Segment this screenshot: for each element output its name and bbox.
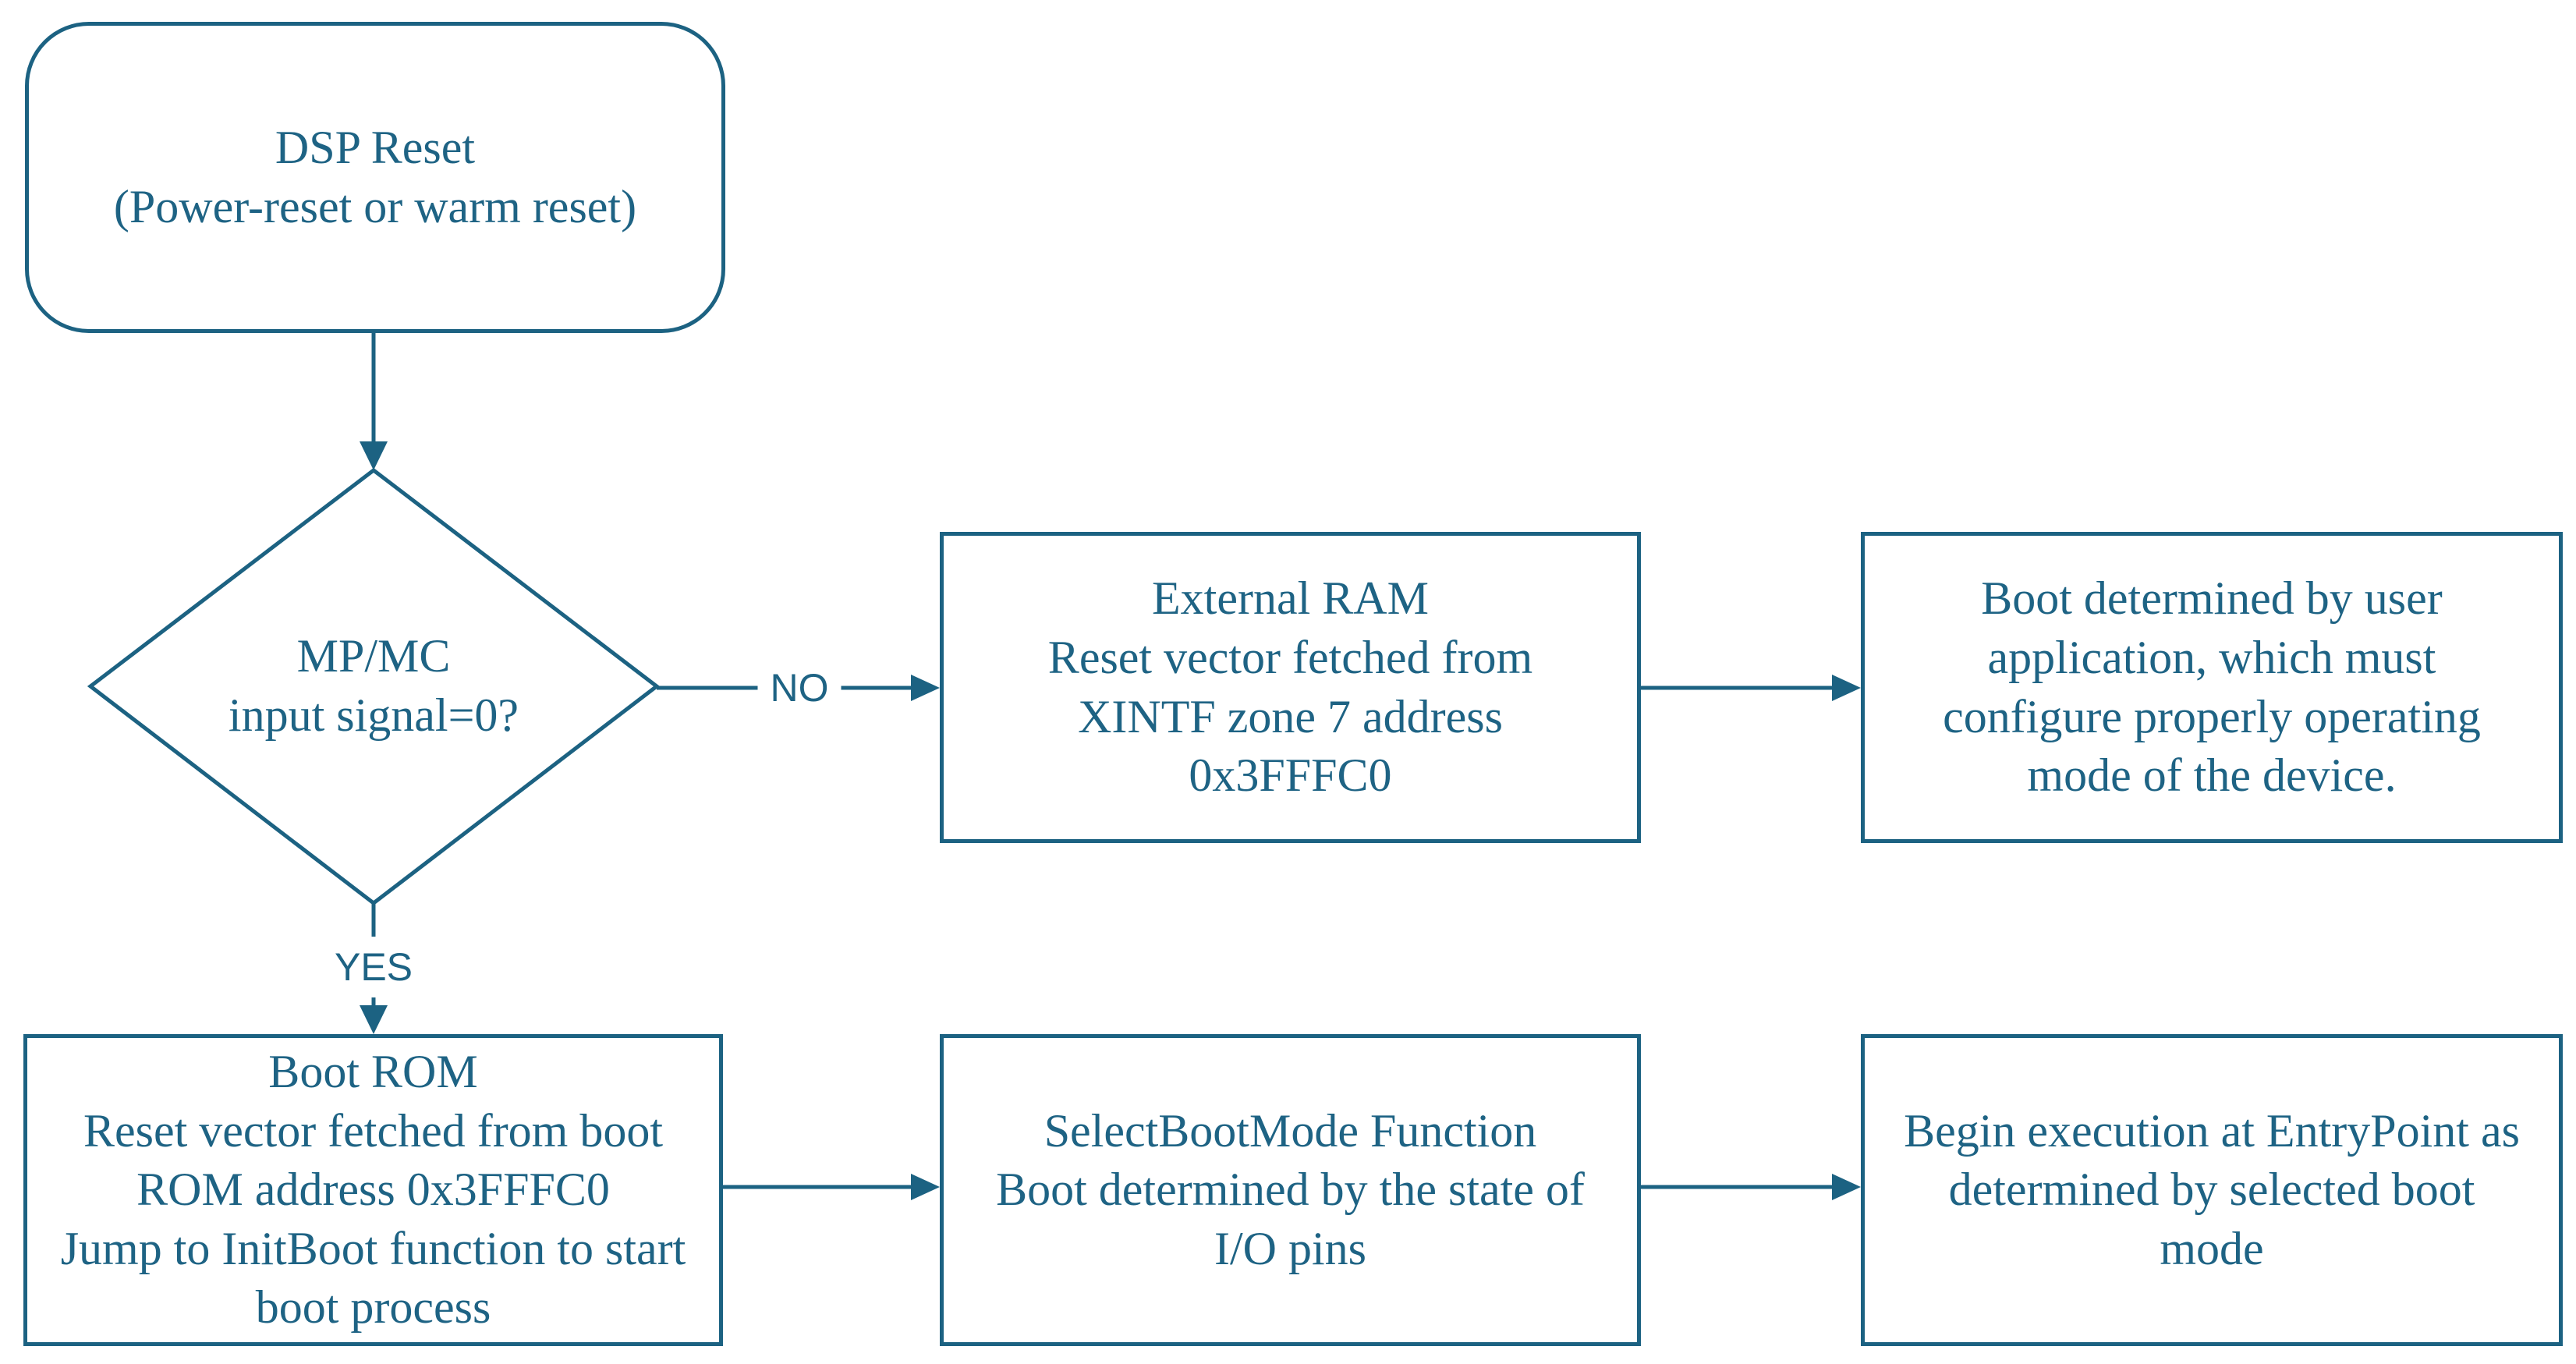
node-text-line: Jump to InitBoot function to start [60,1222,686,1274]
node-text-line: DSP Reset [275,121,476,173]
node-text-line: input signal=0? [228,689,519,741]
node-text-line: ROM address 0x3FFFC0 [136,1164,610,1216]
node-text-line: XINTF zone 7 address [1078,690,1503,742]
node-text-line: Boot determined by user [1981,572,2443,625]
node-text-line: mode of the device. [2027,749,2397,802]
node-external-ram: External RAM Reset vector fetched from X… [940,532,1641,843]
node-text-line: application, which must [1987,631,2436,683]
node-text-line: (Power-reset or warm reset) [113,180,637,232]
arrowhead-into-decision [360,441,388,470]
node-boot-rom: Boot ROM Reset vector fetched from boot … [23,1034,723,1346]
node-select-boot-mode: SelectBootMode Function Boot determined … [940,1034,1641,1346]
node-text-line: Boot ROM [268,1046,478,1098]
node-decision-mp-mc: MP/MC input signal=0? [119,577,629,795]
node-text-line: configure properly operating [1943,690,2481,742]
node-text-line: Begin execution at EntryPoint as [1904,1104,2520,1157]
arrowhead-into-external-ram [911,675,940,701]
node-text-line: Reset vector fetched from boot [83,1104,664,1157]
edge-label-no: NO [757,664,842,712]
edge-label-yes: YES [326,937,421,997]
arrowhead-into-select-boot-mode [911,1174,940,1200]
node-text-line: Boot determined by the state of [996,1164,1585,1216]
node-text-line: I/O pins [1214,1222,1366,1274]
node-dsp-reset: DSP Reset (Power-reset or warm reset) [25,22,725,333]
node-user-application-boot: Boot determined by user application, whi… [1861,532,2563,843]
node-text-line: External RAM [1152,572,1429,625]
arrowhead-into-user-boot [1832,675,1861,701]
node-text-line: MP/MC [296,630,451,682]
node-text-line: SelectBootMode Function [1044,1104,1537,1157]
node-text-line: determined by selected boot [1948,1164,2475,1216]
node-text-line: Reset vector fetched from [1047,631,1533,683]
node-text-line: boot process [255,1281,491,1334]
node-begin-execution: Begin execution at EntryPoint as determi… [1861,1034,2563,1346]
arrowhead-into-boot-rom [360,1005,388,1034]
node-text-line: 0x3FFFC0 [1189,749,1392,802]
decision-diamond-shape [87,467,661,906]
arrowhead-into-begin-execution [1832,1174,1861,1200]
node-text-line: mode [2160,1222,2264,1274]
